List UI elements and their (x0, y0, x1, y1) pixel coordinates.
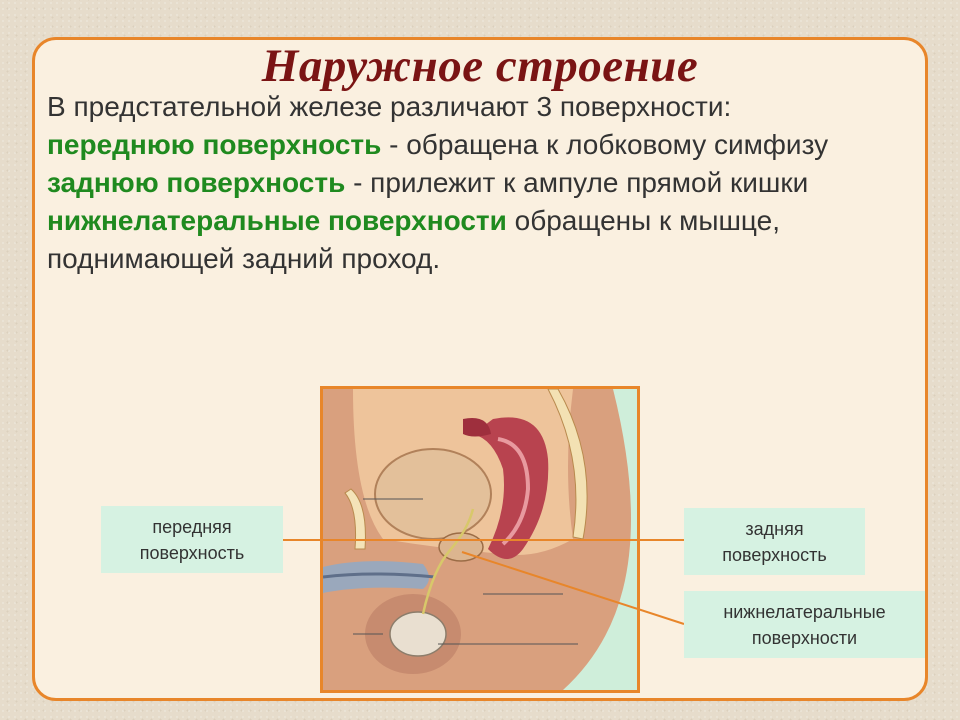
surface-item-inferolateral: нижнелатеральные поверхности обращены к … (47, 202, 907, 278)
desc-posterior: - прилежит к ампуле прямой кишки (345, 167, 809, 198)
label-inferolateral-surfaces: нижнелатеральные поверхности (684, 591, 925, 658)
anatomy-illustration (320, 386, 640, 693)
pubic-bone (344, 488, 366, 550)
intro-text: В предстательной железе различают 3 пове… (47, 91, 732, 122)
desc-inferolateral: обращены к мышце, поднимающей задний про… (47, 205, 780, 274)
label-inferolateral-line2: поверхности (751, 627, 858, 648)
label-inferolateral-line1: нижнелатеральные (723, 601, 886, 622)
rectum (473, 417, 549, 559)
surface-item-posterior: заднюю поверхность - прилежит к ампуле п… (47, 164, 907, 202)
term-inferolateral: нижнелатеральные поверхности (47, 205, 507, 236)
label-posterior-line2: поверхность (722, 544, 827, 565)
term-anterior: переднюю поверхность (47, 129, 382, 160)
penis-corpora (323, 561, 429, 593)
sacrum (547, 389, 588, 540)
label-posterior-line1: задняя (745, 518, 804, 539)
slide-title: Наружное строение (261, 40, 699, 92)
rectum-loop (463, 418, 491, 437)
surface-item-anterior: переднюю поверхность - обращена к лобков… (47, 126, 907, 164)
label-anterior-line1: передняя (152, 516, 232, 537)
label-anterior-line2: поверхность (139, 542, 245, 563)
label-posterior-surface: задняя поверхность (684, 508, 865, 575)
desc-anterior: - обращена к лобковому симфизу (381, 129, 829, 160)
label-anterior-surface: передняя поверхность (101, 506, 283, 573)
testis (389, 611, 447, 657)
pelvis-sagittal-image (323, 389, 631, 690)
rectum-lumen (497, 437, 531, 546)
term-posterior: заднюю поверхность (47, 167, 346, 198)
bladder (374, 448, 492, 540)
slide-body: В предстательной железе различают 3 пове… (47, 88, 907, 278)
urethra (323, 572, 436, 579)
ductus-deferens (421, 508, 475, 615)
